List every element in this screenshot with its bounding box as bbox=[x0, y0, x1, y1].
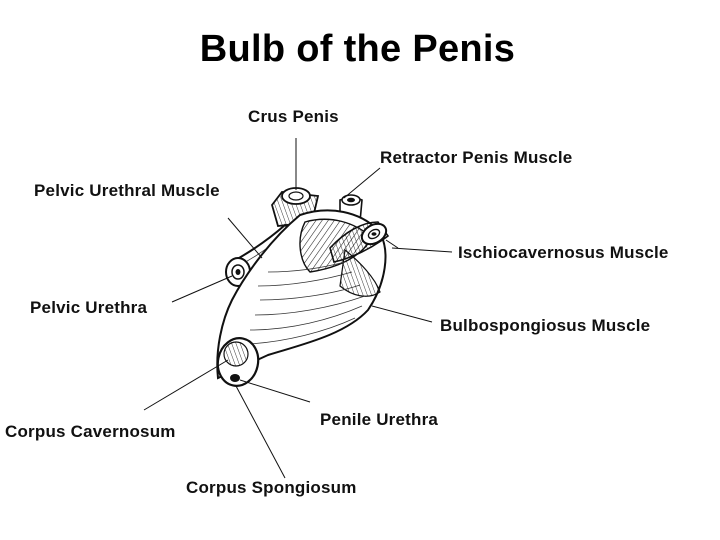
leader-ischiocavernosus bbox=[391, 247, 453, 253]
crus-penis-shape bbox=[271, 187, 363, 227]
label-pelvic-urethra: Pelvic Urethra bbox=[30, 298, 148, 317]
leader-retractor-penis bbox=[343, 167, 381, 199]
label-corpus-spongiosum: Corpus Spongiosum bbox=[186, 478, 357, 497]
leader-ischiocavernosus-b bbox=[385, 239, 399, 249]
label-bulbospongiosus-muscle: Bulbospongiosus Muscle bbox=[440, 316, 651, 335]
leader-pelvic-urethra bbox=[171, 275, 233, 303]
slide-title: Bulb of the Penis bbox=[199, 28, 516, 70]
ischiocavernosus-shape bbox=[329, 221, 390, 263]
label-corpus-cavernosum: Corpus Cavernosum bbox=[5, 422, 176, 441]
leader-corpus-cavernosum bbox=[143, 359, 229, 411]
label-ischiocavernosus-muscle: Ischiocavernosus Muscle bbox=[458, 243, 669, 262]
label-pelvic-urethral-muscle: Pelvic Urethral Muscle bbox=[34, 181, 220, 200]
leader-penile-urethra bbox=[239, 379, 311, 403]
distal-cut-end-shape bbox=[216, 337, 260, 387]
leader-pelvic-urethral-muscle bbox=[227, 217, 263, 259]
leader-lines bbox=[143, 138, 453, 479]
leader-corpus-spongiosum bbox=[235, 385, 286, 479]
label-crus-penis: Crus Penis bbox=[248, 107, 339, 126]
label-penile-urethra: Penile Urethra bbox=[320, 410, 439, 429]
leader-bulbospongiosus bbox=[371, 305, 433, 323]
label-retractor-penis-muscle: Retractor Penis Muscle bbox=[380, 148, 573, 167]
